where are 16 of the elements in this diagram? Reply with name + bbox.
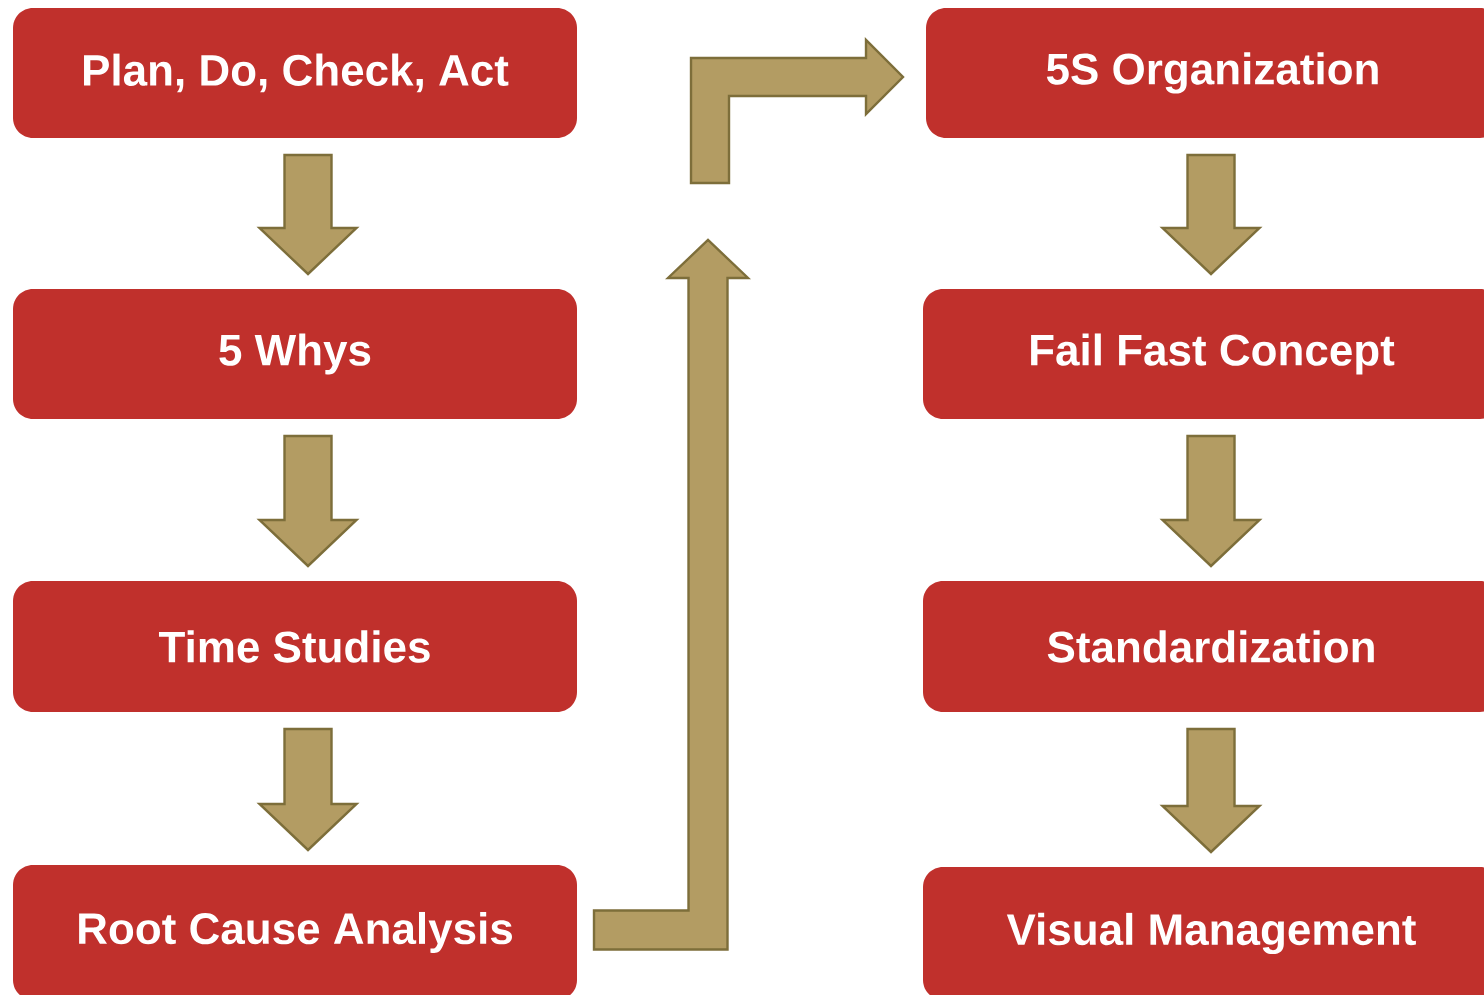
process-box: Visual Management — [923, 867, 1484, 995]
process-box: 5S Organization — [926, 8, 1484, 138]
process-box: Fail Fast Concept — [923, 289, 1484, 419]
block-arrow — [256, 153, 360, 276]
block-arrow — [1159, 434, 1263, 568]
process-box: Plan, Do, Check, Act — [13, 8, 577, 138]
block-arrow — [256, 434, 360, 568]
block-arrow — [1159, 153, 1263, 276]
process-box: Standardization — [923, 581, 1484, 712]
block-arrow — [1159, 727, 1263, 854]
block-arrow — [689, 37, 905, 185]
process-box: Time Studies — [13, 581, 577, 712]
process-box: 5 Whys — [13, 289, 577, 419]
block-arrow — [592, 238, 751, 951]
block-arrow — [256, 727, 360, 852]
process-box: Root Cause Analysis — [13, 865, 577, 995]
